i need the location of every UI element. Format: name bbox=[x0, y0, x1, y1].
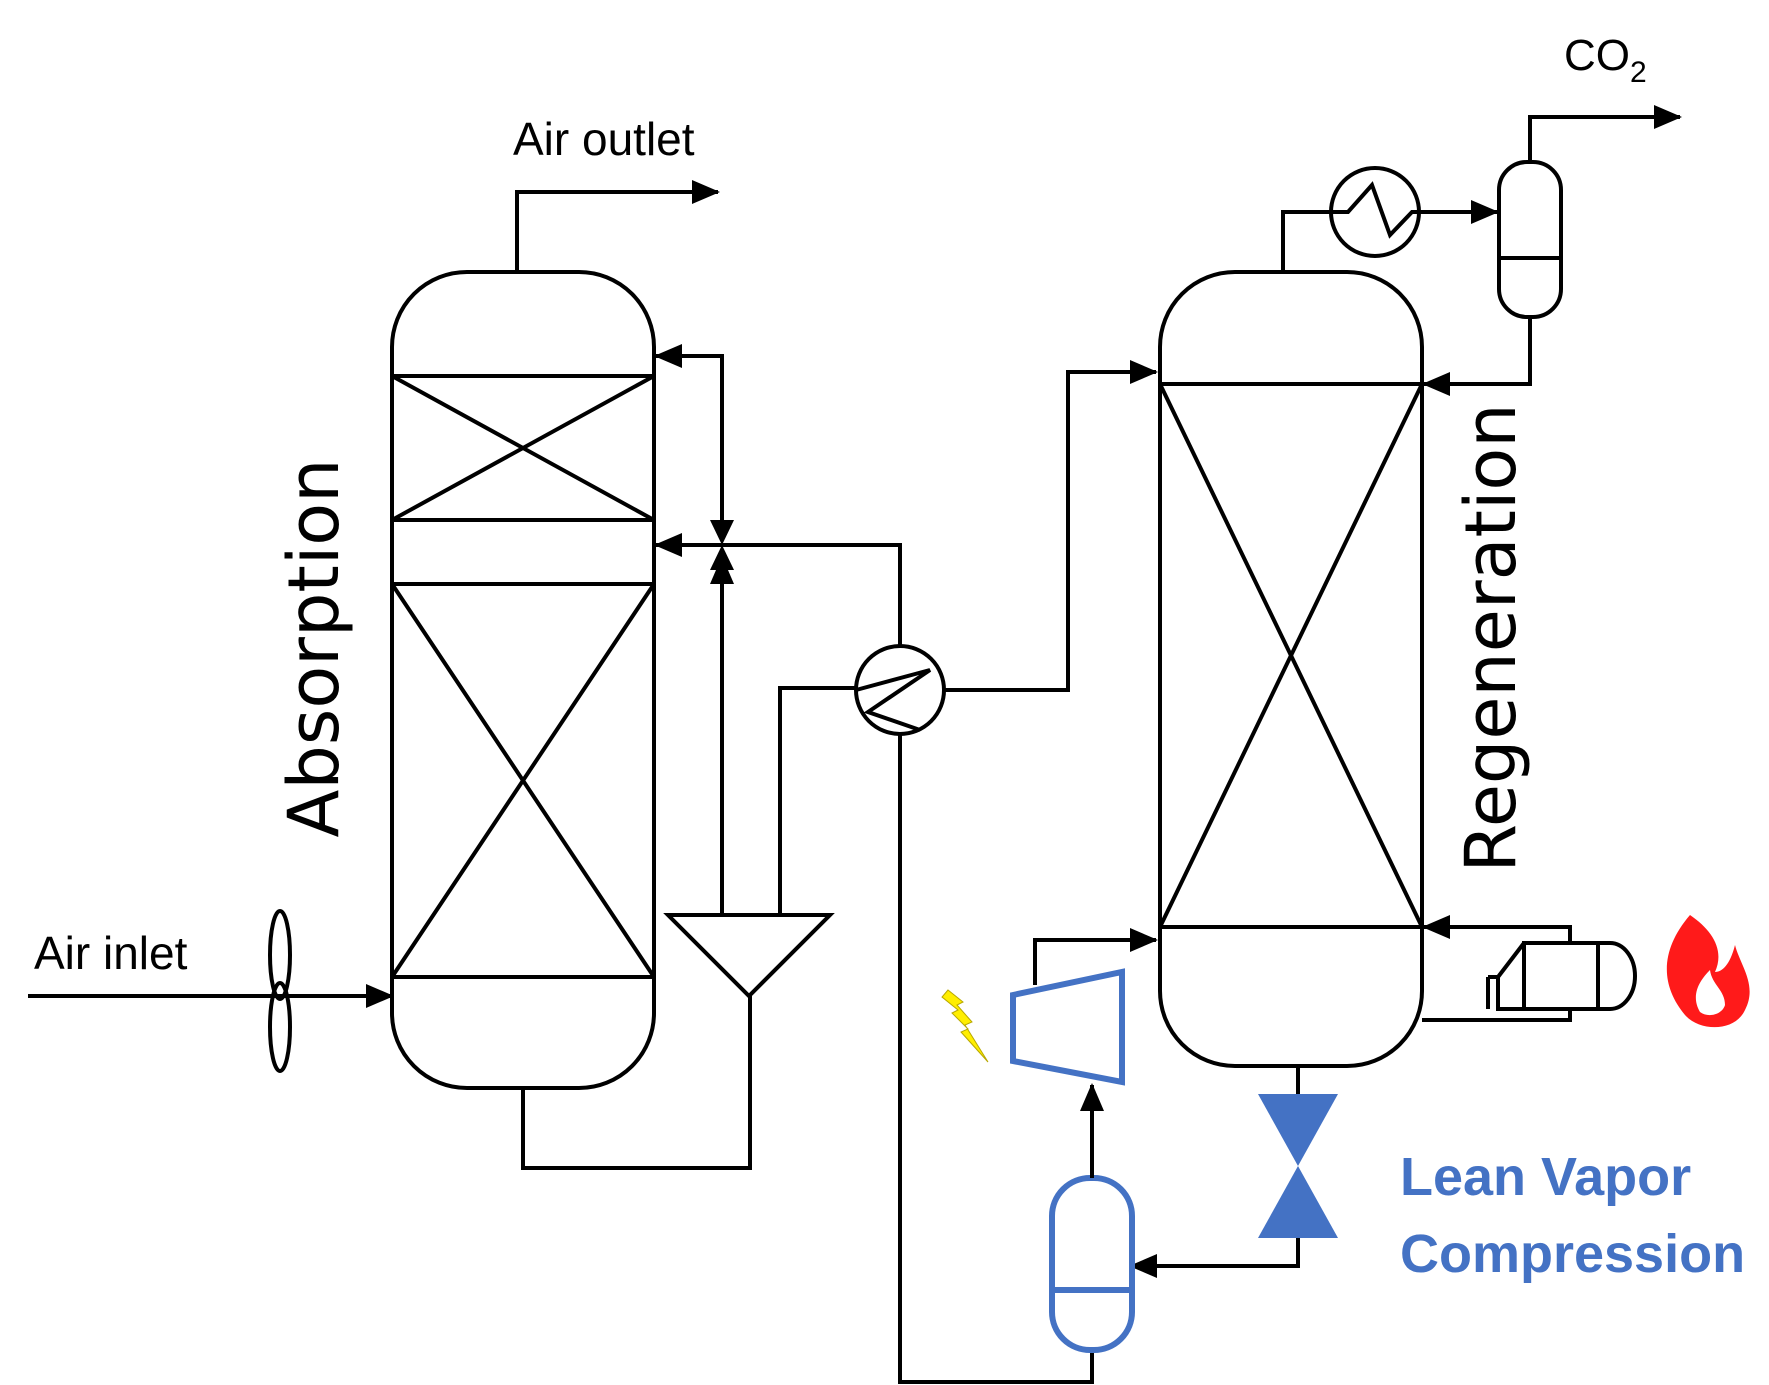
valve-icon bbox=[1258, 1094, 1338, 1238]
flame-icon bbox=[1666, 915, 1750, 1028]
fan-icon bbox=[268, 909, 292, 1073]
rich-solvent-line bbox=[521, 996, 752, 1170]
reboiler-liquid-line bbox=[1422, 1009, 1572, 1022]
condenser-icon bbox=[1329, 166, 1421, 258]
lean-feed-line bbox=[654, 533, 902, 645]
compressor-to-regenerator-line bbox=[1033, 928, 1158, 985]
flash-drum-icon bbox=[1049, 1175, 1135, 1353]
air-inlet-label: Air inlet bbox=[34, 927, 188, 979]
regeneration-column bbox=[1158, 270, 1424, 1068]
reboiler-vapor-line bbox=[1422, 915, 1572, 943]
rich-to-regenerator-line bbox=[944, 360, 1158, 692]
air-outlet-label: Air outlet bbox=[513, 113, 695, 165]
absorption-label: Absorption bbox=[273, 459, 355, 838]
overhead-vapor-line bbox=[1281, 210, 1330, 272]
reflux-return-line bbox=[1422, 317, 1532, 396]
compressor-icon bbox=[1010, 968, 1125, 1086]
co2-label: CO2 bbox=[1564, 31, 1647, 89]
air-outlet-line bbox=[515, 180, 720, 272]
lean-return-line bbox=[898, 734, 1094, 1384]
rich-to-hx-line bbox=[778, 686, 855, 915]
absorption-column bbox=[390, 270, 656, 1090]
recycle-top-line bbox=[654, 344, 724, 520]
lightning-icon bbox=[941, 989, 989, 1063]
reboiler-icon bbox=[1486, 941, 1637, 1011]
splitter-icon bbox=[663, 913, 835, 999]
lean-vapor-label-line2: Compression bbox=[1400, 1224, 1745, 1284]
co2-outlet-line bbox=[1528, 105, 1682, 162]
reflux-drum-icon bbox=[1497, 160, 1563, 319]
regeneration-label: Regeneration bbox=[1450, 403, 1532, 872]
junction-valve-icon bbox=[710, 520, 734, 570]
heat-exchanger-icon bbox=[854, 644, 946, 736]
valve-to-flash-line bbox=[1129, 1238, 1300, 1278]
lean-vapor-label-line1: Lean Vapor bbox=[1400, 1147, 1691, 1207]
